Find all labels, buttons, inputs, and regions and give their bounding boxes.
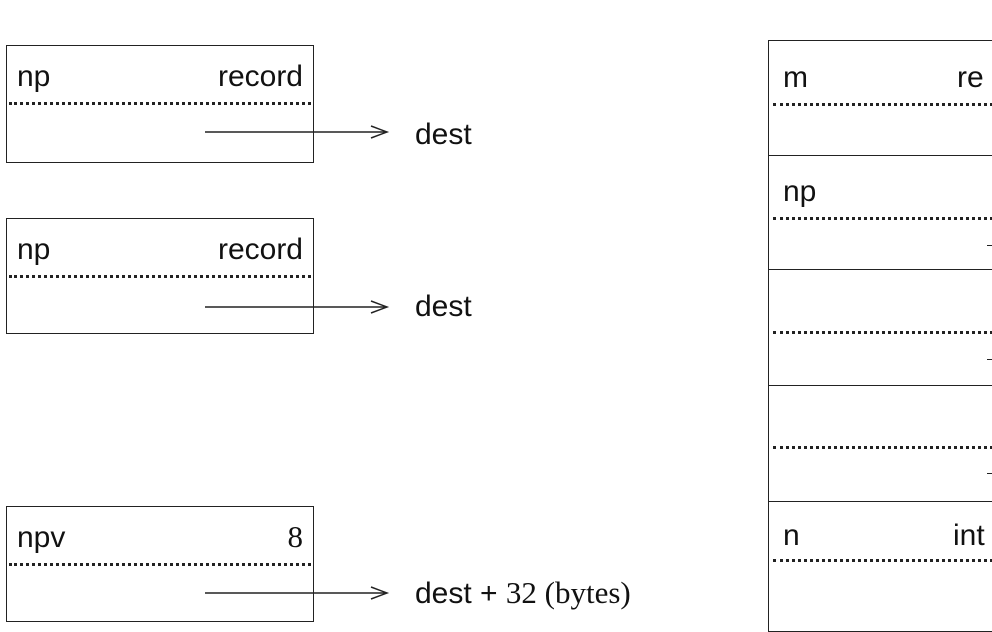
row-separator	[769, 501, 992, 502]
row-separator	[769, 269, 992, 270]
pointer-arrow-1	[205, 125, 390, 139]
field-divider	[9, 275, 311, 278]
pointer-arrow-3	[205, 586, 390, 600]
row-divider	[773, 103, 992, 106]
field-type-label: 8	[287, 519, 304, 554]
target-prefix: dest +	[415, 577, 498, 610]
row-separator	[769, 155, 992, 156]
row-divider	[773, 559, 992, 562]
memory-layout-panel: m re np n int	[768, 40, 992, 632]
record-box-1: np record	[6, 45, 314, 163]
row-name-label: np	[783, 175, 817, 208]
pointer-target-label: dest	[415, 290, 472, 323]
field-name-label: npv	[17, 521, 66, 554]
pointer-stub	[987, 359, 992, 360]
pointer-target-label: dest + 32 (bytes)	[415, 575, 631, 610]
field-name-label: np	[17, 60, 51, 93]
field-type-label: record	[217, 60, 303, 93]
pointer-arrow-2	[205, 300, 390, 314]
row-type-label: int	[953, 519, 985, 552]
pointer-stub	[987, 473, 992, 474]
row-divider	[773, 331, 992, 334]
target-offset: 32 (bytes)	[505, 575, 631, 610]
row-name-label: n	[783, 519, 800, 552]
row-type-label: re	[957, 61, 984, 94]
row-divider	[773, 446, 992, 449]
row-separator	[769, 385, 992, 386]
pointer-stub	[987, 245, 992, 246]
record-box-2: np record	[6, 218, 314, 334]
row-name-label: m	[783, 61, 808, 94]
pointer-target-label: dest	[415, 118, 472, 151]
field-type-label: record	[217, 233, 303, 266]
field-name-label: np	[17, 233, 51, 266]
field-divider	[9, 563, 311, 566]
row-divider	[773, 217, 992, 220]
record-box-3: npv 8	[6, 506, 314, 622]
field-divider	[9, 102, 311, 105]
